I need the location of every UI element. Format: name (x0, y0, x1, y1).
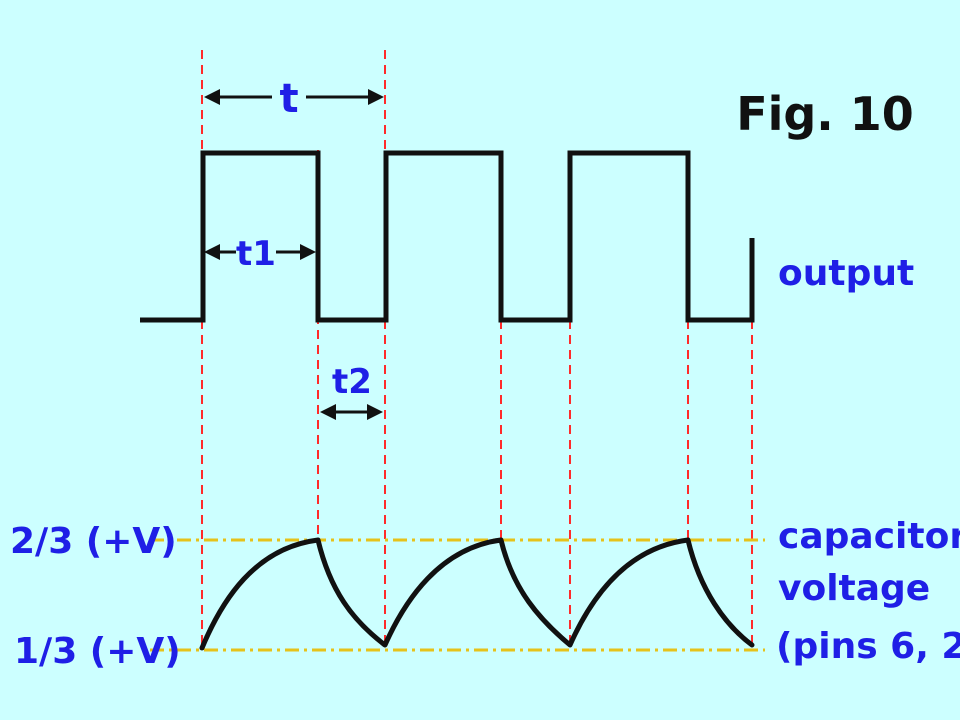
lower-threshold-label: 1/3 (+V) (14, 631, 181, 672)
output-waveform (140, 150, 755, 323)
threshold-lines (150, 538, 765, 652)
capacitor-label-line2: voltage (778, 568, 930, 609)
capacitor-waveform (199, 537, 755, 651)
upper-threshold-label: 2/3 (+V) (10, 521, 177, 562)
high-time-label: t1 (236, 234, 276, 274)
low-time-label: t2 (332, 362, 372, 402)
period-label: t (279, 76, 298, 122)
period-arrow (204, 89, 384, 105)
output-label: output (778, 253, 914, 294)
capacitor-label-line1: capacitor (778, 516, 960, 557)
capacitor-label-line3: (pins 6, 2) (776, 626, 960, 667)
high-time-arrow (204, 244, 316, 260)
guide-lines (201, 50, 753, 650)
figure-title: Fig. 10 (736, 87, 914, 141)
low-time-arrow (320, 404, 383, 420)
